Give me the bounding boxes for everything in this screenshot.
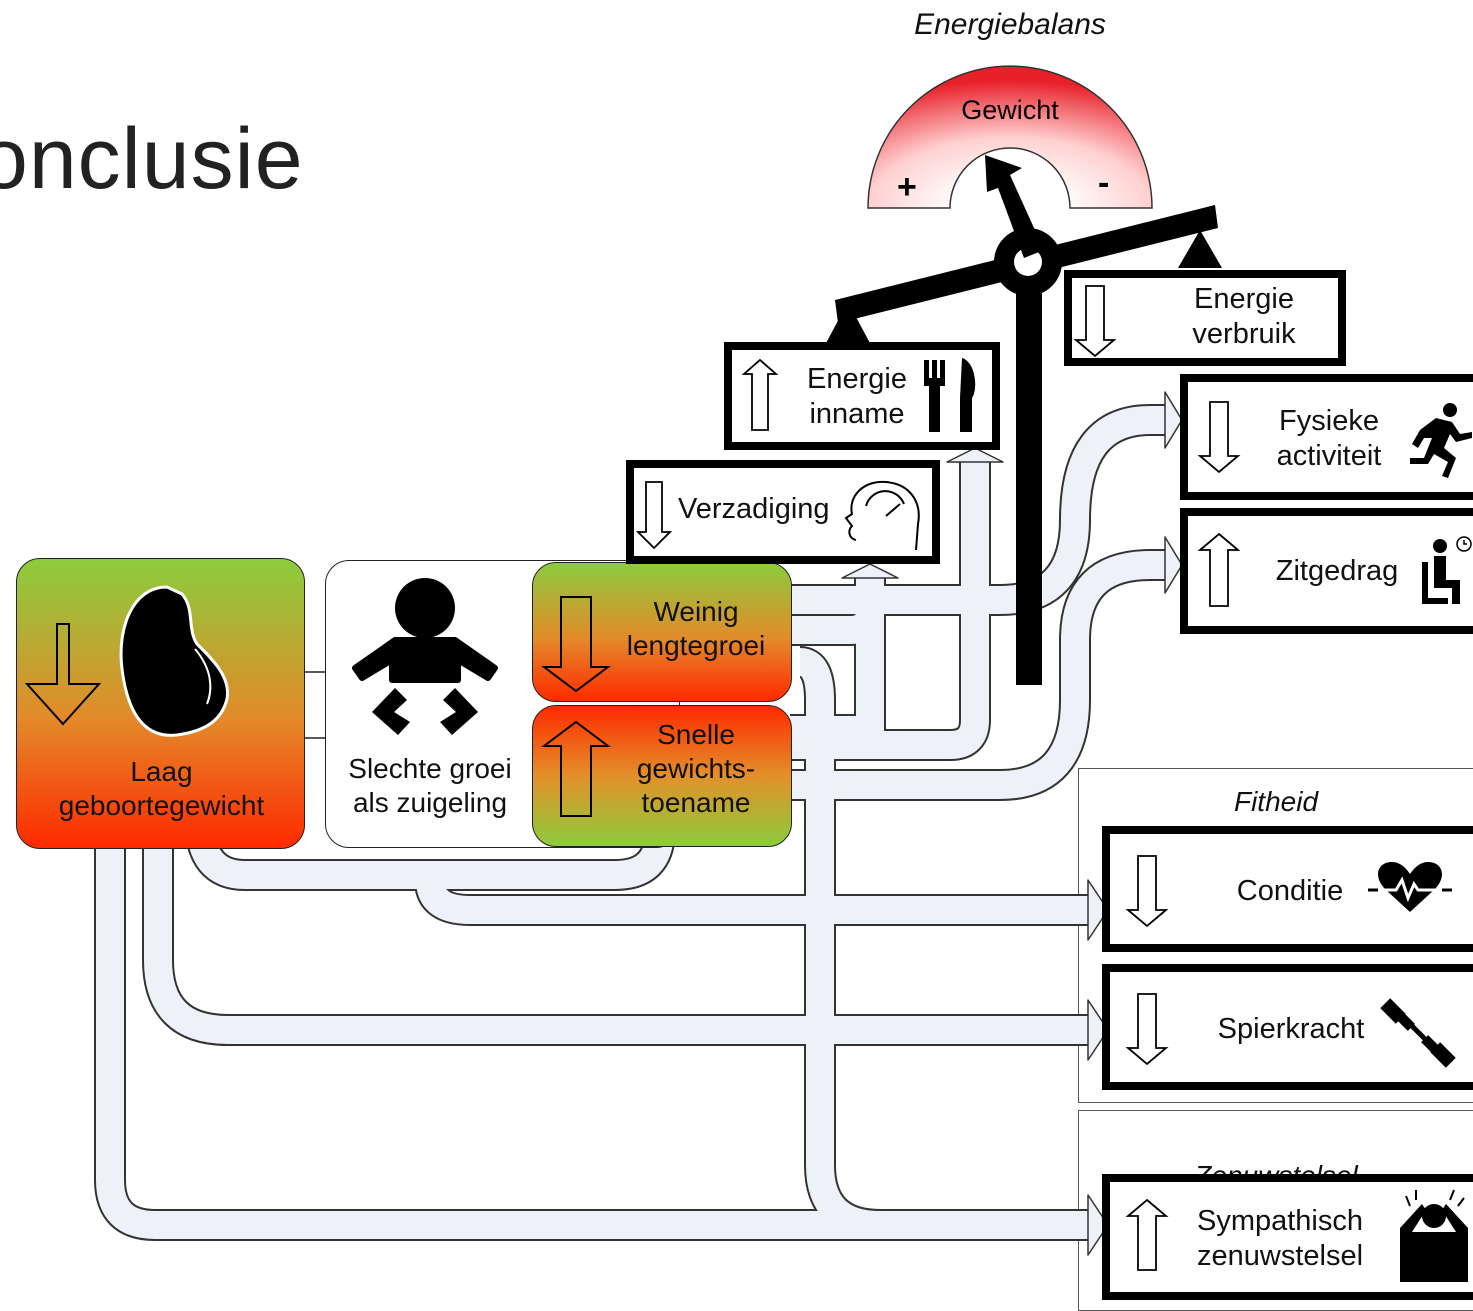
weinig-label: Weinig lengtegroei [626, 596, 766, 662]
clock-icon [1456, 536, 1472, 552]
node-weinig-lengtegroei: Weinig lengtegroei [532, 562, 792, 702]
heart-rate-icon [1368, 862, 1452, 912]
head-gauge-icon [844, 480, 920, 551]
conditie-icons [1125, 855, 1452, 928]
running-icon [1410, 403, 1472, 478]
laag-label: Laag geboortegewicht [58, 756, 265, 822]
down-arrow-icon [1125, 855, 1169, 928]
node-fysieke-activiteit: Fysieke activiteit [1180, 374, 1473, 500]
node-zitgedrag: Zitgedrag [1180, 508, 1473, 634]
arrowhead-verzadiging [841, 563, 899, 579]
sympathisch-icons [1125, 1189, 1468, 1282]
arrowhead-fysieke [1164, 391, 1183, 449]
node-sympathisch-zenuwstelsel: Sympathisch zenuwstelsel [1102, 1174, 1473, 1300]
fetus-icon [24, 585, 230, 737]
arrowhead-conditie [1087, 879, 1109, 941]
node-spierkracht: Spierkracht [1102, 964, 1473, 1090]
up-arrow-icon [541, 720, 611, 817]
slide-title: onclusie [0, 111, 304, 207]
sympathisch-label: Sympathisch zenuwstelsel [1196, 1205, 1364, 1273]
down-arrow-icon [541, 596, 611, 693]
energiebalans-label: Energiebalans [914, 8, 1106, 41]
fork-knife-icon [924, 358, 976, 432]
node-energie-inname: Energie inname [724, 342, 1000, 450]
down-arrow-icon [1197, 401, 1241, 474]
gauge-plus: + [897, 168, 917, 206]
gauge-label: Gewicht [961, 95, 1059, 125]
down-arrow-icon [635, 481, 673, 550]
energie-inname-label: Energie inname [807, 363, 907, 431]
arrowhead-zitgedrag [1164, 536, 1183, 594]
down-arrow-icon [1073, 285, 1117, 358]
snelle-label: Snelle gewichts- toename [636, 719, 756, 819]
spierkracht-icons [1125, 993, 1456, 1068]
gauge-minus: - [1098, 164, 1110, 202]
slechte-groei-label: Slechte groei als zuigeling [348, 753, 512, 819]
zitgedrag-icons [1197, 532, 1472, 607]
energie-verbruik-label: Energie verbruik [1192, 283, 1296, 351]
fysieke-icons [1197, 401, 1472, 478]
fysieke-label: Fysieke activiteit [1276, 405, 1382, 473]
arrowhead-spierkracht [1087, 999, 1109, 1061]
node-energie-verbruik: Energie verbruik [1064, 270, 1346, 366]
sitting-person-icon [1422, 539, 1460, 604]
gewicht-gauge [867, 65, 1153, 258]
balance-scale [825, 205, 1222, 685]
node-verzadiging: Verzadiging [626, 460, 940, 564]
verzadiging-icons [635, 480, 920, 551]
node-conditie: Conditie [1102, 826, 1473, 952]
up-arrow-icon [741, 358, 779, 431]
node-laag-geboortegewicht: Laag geboortegewicht [16, 558, 305, 849]
stressed-person-icon [1400, 1189, 1468, 1282]
node-snelle-gewichtstoename: Snelle gewichts- toename [532, 705, 792, 847]
conditie-label: Conditie [1236, 875, 1344, 907]
gauge-needle [985, 155, 1044, 258]
spierkracht-label: Spierkracht [1217, 1013, 1365, 1045]
dumbbell-icon [1380, 998, 1456, 1068]
arrowhead-sympathisch [1087, 1194, 1109, 1256]
arrowhead-inname [946, 447, 1004, 463]
up-arrow-icon [1197, 532, 1241, 607]
verzadiging-label: Verzadiging [678, 493, 830, 525]
fitheid-label: Fitheid [1233, 786, 1319, 817]
zitgedrag-label: Zitgedrag [1275, 555, 1399, 587]
inname-icons [741, 358, 976, 432]
up-arrow-icon [1125, 1198, 1169, 1271]
down-arrow-icon [1125, 993, 1169, 1066]
